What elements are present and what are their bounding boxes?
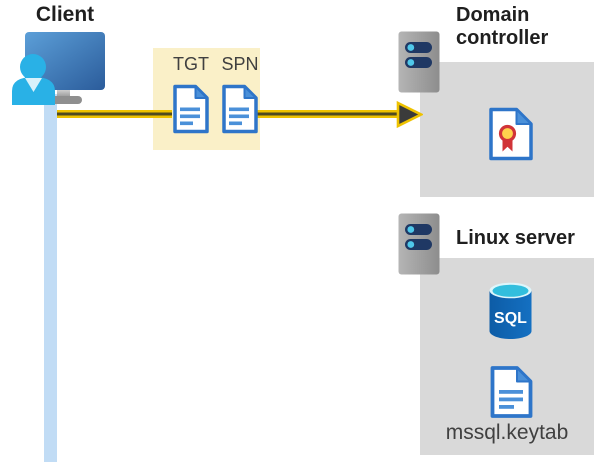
- certificate-icon: [489, 107, 533, 161]
- domain-controller-server-icon: [398, 31, 440, 93]
- auth-arrow-line-right: [256, 110, 402, 118]
- sql-badge-text: SQL: [494, 310, 527, 327]
- desktop-user-icon: [12, 32, 105, 105]
- sql-database-icon: SQL: [489, 282, 532, 339]
- client-label: Client: [35, 3, 95, 26]
- tgt-label: TGT: [173, 54, 209, 74]
- tgt-document-icon: [173, 84, 209, 134]
- client-lifeline: [44, 94, 57, 462]
- arrow-head-icon: [396, 101, 423, 128]
- keytab-document-icon: [490, 366, 533, 418]
- linux-server-label: Linux server: [456, 227, 575, 249]
- spn-label: SPN: [221, 54, 259, 74]
- domain-controller-label: Domain controller: [456, 4, 549, 49]
- auth-arrow-line-left: [57, 110, 172, 118]
- linux-server-icon: [398, 213, 440, 275]
- keytab-filename: mssql.keytab: [445, 421, 569, 444]
- spn-document-icon: [222, 84, 258, 134]
